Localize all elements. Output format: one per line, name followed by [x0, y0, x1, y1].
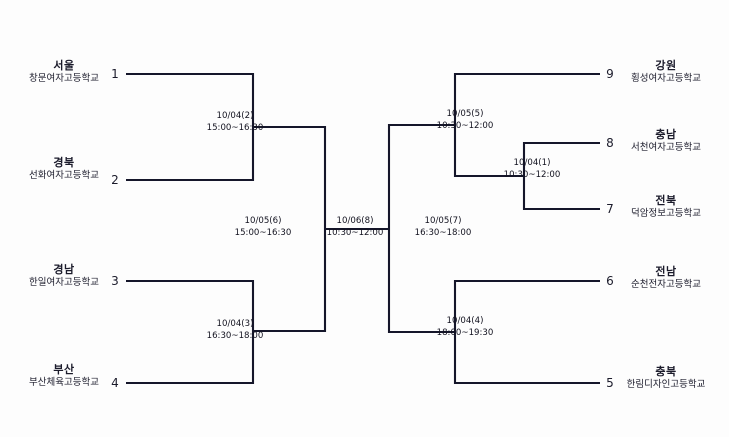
match-date: 10/05(6) [244, 216, 282, 226]
team-right-5: 충북 한림디자인고등학교 [612, 365, 720, 391]
team-left-4: 부산 부산체육고등학교 [14, 363, 114, 389]
match-label-8-final: 10/06(8) 10:30~12:00 [310, 215, 400, 240]
line-right-semi-join [387, 123, 455, 334]
match-date: 10/04(2) [216, 111, 254, 121]
team-region: 전북 [655, 194, 677, 207]
match-time: 10:30~12:00 [436, 121, 494, 132]
team-region: 경남 [53, 263, 75, 276]
team-left-2: 경북 선화여자고등학교 [14, 156, 114, 182]
team-school: 횡성여자고등학교 [631, 72, 701, 84]
seed-number-3: 3 [111, 274, 119, 288]
match-time: 18:00~19:30 [436, 328, 494, 339]
team-school: 서천여자고등학교 [631, 141, 701, 153]
match-label-1: 10/04(1) 10:30~12:00 [477, 157, 587, 182]
match-label-5: 10/05(5) 10:30~12:00 [410, 108, 520, 133]
team-school: 선화여자고등학교 [29, 169, 99, 181]
match-time: 16:30~18:00 [206, 331, 264, 342]
team-region: 경북 [53, 156, 75, 169]
match-label-3: 10/04(3) 16:30~18:00 [185, 318, 285, 343]
team-region: 충북 [655, 365, 677, 378]
seed-number-2: 2 [111, 173, 119, 187]
team-right-6: 전남 순천전자고등학교 [612, 265, 720, 291]
seed-number-9: 9 [606, 67, 614, 81]
seed-number-6: 6 [606, 274, 614, 288]
match-date: 10/04(3) [216, 319, 254, 329]
team-school: 덕암정보고등학교 [631, 207, 701, 219]
match-label-6: 10/05(6) 15:00~16:30 [213, 215, 313, 240]
match-time: 15:00~16:30 [234, 228, 292, 239]
match-date: 10/04(1) [513, 158, 551, 168]
team-region: 전남 [655, 265, 677, 278]
match-time: 15:00~16:30 [206, 123, 264, 134]
team-school: 창문여자고등학교 [29, 72, 99, 84]
match-date: 10/04(4) [446, 316, 484, 326]
team-right-7: 전북 덕암정보고등학교 [612, 194, 720, 220]
team-left-3: 경남 한일여자고등학교 [14, 263, 114, 289]
match-date: 10/05(7) [424, 216, 462, 226]
team-school: 순천전자고등학교 [631, 278, 701, 290]
match-time: 10:30~12:00 [326, 228, 384, 239]
team-school: 한림디자인고등학교 [626, 378, 706, 390]
team-region: 강원 [655, 59, 677, 72]
match-label-4: 10/04(4) 18:00~19:30 [410, 315, 520, 340]
match-time: 16:30~18:00 [414, 228, 472, 239]
team-school: 부산체육고등학교 [29, 376, 99, 388]
match-label-7: 10/05(7) 16:30~18:00 [393, 215, 493, 240]
team-left-1: 서울 창문여자고등학교 [14, 59, 114, 85]
match-time: 10:30~12:00 [503, 170, 561, 181]
team-region: 충남 [655, 128, 677, 141]
seed-number-7: 7 [606, 202, 614, 216]
seed-number-4: 4 [111, 376, 119, 390]
match-date: 10/05(5) [446, 109, 484, 119]
seed-number-8: 8 [606, 136, 614, 150]
match-label-2: 10/04(2) 15:00~16:30 [185, 110, 285, 135]
team-region: 서울 [53, 59, 75, 72]
match-date: 10/06(8) [336, 216, 374, 226]
team-region: 부산 [53, 363, 75, 376]
seed-number-1: 1 [111, 67, 119, 81]
seed-number-5: 5 [606, 376, 614, 390]
team-school: 한일여자고등학교 [29, 276, 99, 288]
team-right-9: 강원 횡성여자고등학교 [612, 59, 720, 85]
team-right-8: 충남 서천여자고등학교 [612, 128, 720, 154]
